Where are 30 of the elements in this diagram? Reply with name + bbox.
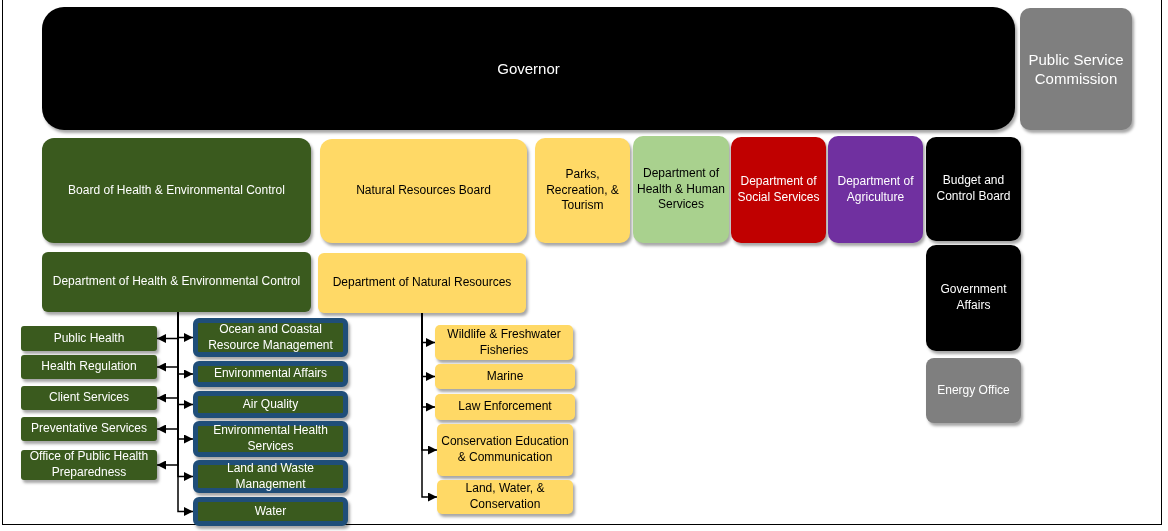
division-box: Conservation Education & Communication [437,424,573,476]
board-box: Natural Resources Board [320,139,527,243]
division-box: Environmental Health Services [193,421,348,457]
department-box: Department of Agriculture [828,136,923,243]
board-box: Budget and Control Board [926,137,1021,241]
division-box: Law Enforcement [435,394,575,420]
division-box: Ocean and Coastal Resource Management [193,318,348,357]
department-box: Department of Health & Environmental Control [42,252,311,312]
department-box: Department of Natural Resources [318,253,526,313]
side-box: Public Service Commission [1020,8,1132,130]
department-box: Department of Social Services [731,137,826,243]
division-box: Marine [435,364,575,389]
division-box: Environmental Affairs [193,361,348,387]
division-box: Wildlife & Freshwater Fisheries [435,325,573,360]
division-box: Client Services [21,386,157,410]
division-box: Land and Waste Management [193,460,348,493]
division-box: Air Quality [193,391,348,418]
division-box: Health Regulation [21,355,157,379]
division-box: Preventative Services [21,417,157,441]
office-box: Government Affairs [926,245,1021,351]
department-box: Department of Health & Human Services [633,136,729,243]
top-box: Governor [42,7,1015,130]
office-box: Energy Office [926,358,1021,423]
division-box: Water [193,497,348,526]
division-box: Land, Water, & Conservation [437,480,573,514]
department-box: Parks, Recreation, & Tourism [535,138,630,243]
division-box: Office of Public Health Preparedness [21,450,157,480]
board-box: Board of Health & Environmental Control [42,138,311,243]
arrow [177,311,194,516]
division-box: Public Health [21,326,157,351]
